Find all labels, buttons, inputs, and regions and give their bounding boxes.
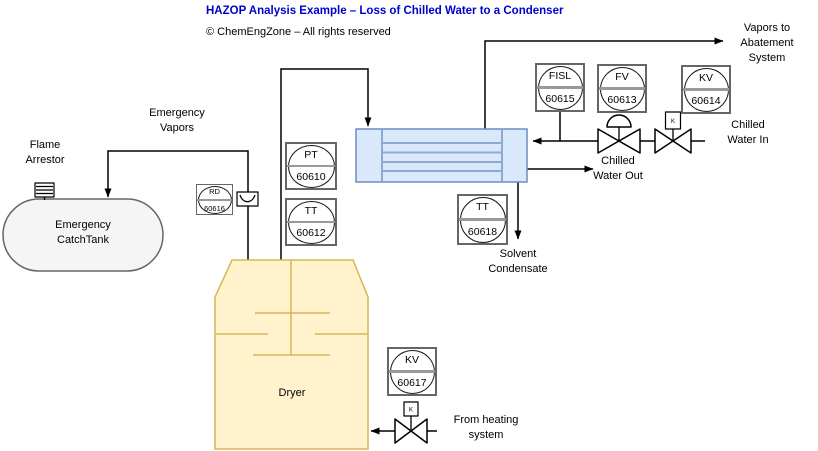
diaphragm-actuator-icon	[606, 114, 632, 128]
line-vapors-to-abatement	[484, 37, 724, 129]
instrument-pt-60610: PT 60610	[285, 142, 337, 190]
dryer-vessel	[214, 259, 369, 450]
valve-body-icon	[597, 128, 641, 154]
instrument-kv-60614: KV 60614	[681, 65, 731, 114]
label-emergency-vapors: Emergency Vapors	[149, 107, 205, 134]
instrument-tag: KV	[698, 72, 713, 84]
label-chilled-water-in: Chilled Water In	[727, 119, 769, 146]
shutoff-valve-kv-heating: K	[394, 401, 428, 444]
page-title: HAZOP Analysis Example – Loss of Chilled…	[206, 5, 564, 17]
instrument-kv-60617: KV 60617	[387, 347, 437, 396]
instrument-divider	[459, 218, 506, 221]
instrument-number: 60614	[691, 95, 721, 107]
valve-body-icon	[394, 418, 428, 444]
label-flame-arrestor: Flame Arrestor	[25, 139, 65, 166]
instrument-tt-60612: TT 60612	[285, 198, 337, 246]
line-dryer-vapor-to-condenser	[280, 68, 372, 260]
instrument-divider	[287, 164, 335, 168]
label-solvent-condensate: Solvent Condensate	[488, 248, 548, 275]
label-from-heating-system: From heating system	[453, 414, 519, 441]
instrument-rd-60616: RD 60616	[196, 184, 233, 215]
instrument-number: 60613	[607, 94, 637, 106]
shutoff-valve-kv-chilled: K	[654, 111, 692, 154]
actuator-letter: K	[409, 408, 413, 414]
label-emergency-catch-tank: Emergency CatchTank	[55, 219, 111, 246]
instrument-number: 60618	[467, 226, 498, 238]
instrument-tag: TT	[304, 205, 318, 217]
instrument-tag: RD	[209, 187, 220, 196]
emergency-catch-tank	[2, 198, 164, 272]
copyright-notice: © ChemEngZone – All rights reserved	[206, 26, 391, 38]
instrument-number: 60610	[296, 171, 326, 183]
instrument-fisl-60615: FISL 60615	[535, 63, 585, 112]
instrument-number: 60617	[397, 377, 427, 389]
instrument-number: 60612	[296, 227, 326, 239]
instrument-tt-60618: TT 60618	[457, 194, 508, 245]
instrument-tag: PT	[304, 149, 318, 161]
valve-body-icon	[654, 128, 692, 154]
instrument-number: 60615	[545, 93, 575, 105]
instrument-divider	[197, 198, 232, 201]
condenser-shell	[355, 128, 528, 183]
actuator-box-icon	[403, 401, 419, 417]
flame-arrestor-icon	[34, 182, 55, 200]
instrument-divider	[537, 86, 583, 89]
label-vapors-to-abatement: Vapors to Abatement System	[740, 22, 794, 64]
actuator-box-icon	[664, 111, 682, 130]
instrument-tag: FV	[615, 71, 629, 83]
instrument-number: 60616	[204, 203, 225, 213]
actuator-letter: K	[671, 119, 675, 125]
label-dryer: Dryer	[278, 387, 306, 399]
instrument-tag: FISL	[548, 70, 572, 82]
instrument-divider	[389, 370, 435, 373]
rupture-disc-icon	[236, 191, 259, 207]
control-valve-fv	[597, 114, 641, 154]
instrument-tag: TT	[476, 201, 489, 213]
instrument-tag: KV	[404, 354, 419, 366]
instrument-divider	[683, 88, 729, 91]
instrument-divider	[599, 87, 645, 90]
instrument-fv-60613: FV 60613	[597, 64, 647, 113]
label-chilled-water-out: Chilled Water Out	[593, 155, 643, 182]
instrument-divider	[287, 220, 335, 224]
condenser	[355, 128, 528, 183]
